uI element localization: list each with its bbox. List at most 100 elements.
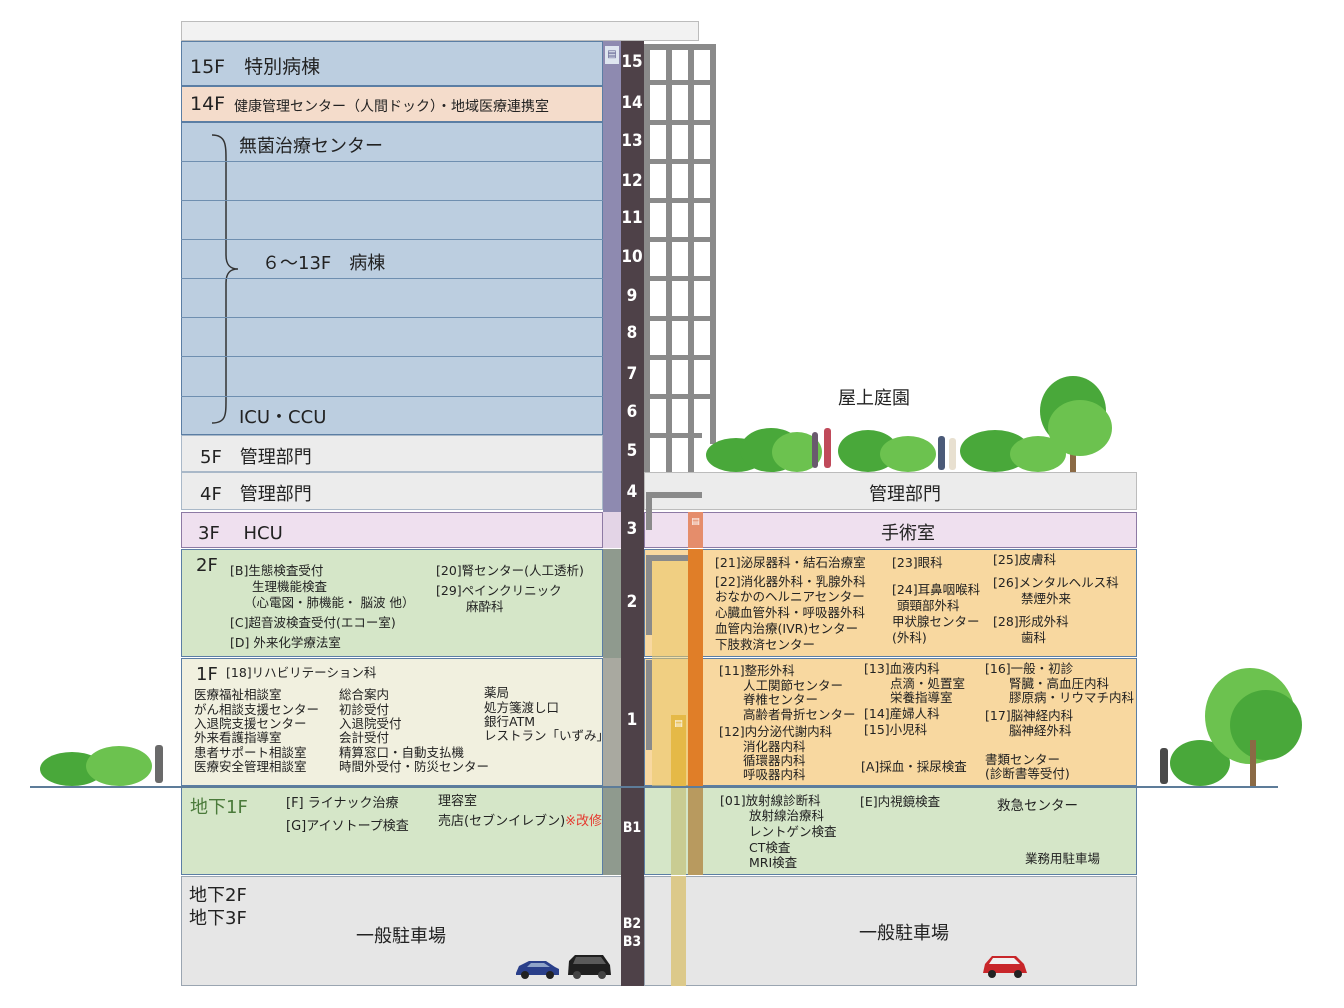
blue-car-icon [516, 961, 559, 979]
floor-5f: 5F 管理部門 [181, 435, 603, 472]
floor-1f: 1F [18]リハビリテーション科 医療福祉相談室 がん相談支援センター 入退院… [181, 658, 609, 786]
b1-east-item: CT検査 [749, 840, 791, 855]
f1-east-item: 腎臓・高血圧内科 [1009, 676, 1110, 691]
east-yellow-shaft-b23 [671, 876, 686, 986]
floor-b1-label: 地下1F [190, 797, 248, 818]
f2-east-item: 頭頸部外科 [897, 598, 960, 613]
f1-west-item: 患者サポート相談室 [194, 745, 307, 760]
f1-west-item: 精算窓口・自動支払機 [339, 745, 465, 760]
b1-emergency: 救急センター [997, 798, 1078, 814]
elevator-floor-number: 5 [626, 441, 638, 461]
f2-west-item: [B]生態検査受付 [230, 563, 324, 578]
b1-shop: 売店(セブンイレブン)※改修中 [438, 814, 616, 829]
service-shaft-1f [603, 658, 621, 786]
floor-14f-label: 14F [190, 93, 226, 115]
f2-west-item: [20]腎センター(人工透析) [436, 563, 584, 578]
elevator-floor-number: 10 [621, 247, 643, 267]
floor-b1-east: [01]放射線診断科 放射線治療科 レントゲン検査 CT検査 MRI検査 [E]… [644, 787, 1137, 875]
f1-west-item: 会計受付 [339, 730, 390, 745]
east-orange-shaft [688, 549, 703, 786]
f1-west-item: 入退院支援センター [194, 716, 307, 731]
floor-3f: 3F HCU [181, 512, 603, 548]
facade-grid [644, 44, 716, 472]
floor-b23-east: 一般駐車場 [644, 876, 1137, 986]
elevator-floor-number: B2 [622, 916, 642, 932]
f1-west-item: 銀行ATM [484, 714, 536, 729]
floor-4f-east: 管理部門 [644, 472, 1137, 510]
elevator-floor-number: B1 [622, 820, 642, 836]
ground-line [30, 786, 1278, 788]
roof-cap [181, 21, 699, 41]
f1-east-item: [11]整形外科 [719, 663, 795, 678]
f2-east-item: 歯科 [1021, 630, 1047, 645]
f1-west-item: 薬局 [484, 685, 510, 700]
f1-east-item: 膠原病・リウマチ内科 [1009, 690, 1135, 705]
f1-east-item: [13]血液内科 [864, 661, 940, 676]
b1-west-item: [F] ライナック治療 [286, 796, 399, 811]
b1-shop-note: ※改修中 [565, 814, 616, 829]
f2-west-item: [29]ペインクリニック [436, 583, 562, 598]
floor-4f: 4F 管理部門 [181, 472, 603, 510]
stairs-icon-15f: ▤ [605, 46, 619, 64]
f1-west-item: 医療福祉相談室 [194, 687, 282, 702]
floor-2f-label: 2F [196, 555, 218, 576]
rooftop-people-2 [824, 428, 831, 468]
f1-rehab: [18]リハビリテーション科 [226, 665, 377, 680]
f1-east-item: [12]内分泌代謝内科 [719, 724, 833, 739]
f1-east-item: 栄養指導室 [890, 690, 953, 705]
floor-2f: 2F [B]生態検査受付 生理機能検査 （心電図・肺機能・ 脳波 他） [C]超… [181, 549, 603, 657]
f2-east-item: [22]消化器外科・乳腺外科 [715, 574, 866, 589]
floor-1f-label: 1F [196, 664, 218, 685]
floor-b2-label: 地下2F [189, 885, 247, 906]
f2-east-item: [25]皮膚科 [993, 552, 1057, 567]
f1-east-item: 脳神経外科 [1009, 723, 1072, 738]
elevator-floor-number: 13 [621, 131, 643, 151]
floor-1f-east: [11]整形外科 人工関節センター 脊椎センター 高齢者骨折センター [12]内… [644, 658, 1137, 786]
b1-east-item: レントゲン検査 [749, 824, 837, 839]
f1-east-item: 人工関節センター [743, 678, 844, 693]
f1-east-item: 循環器内科 [743, 753, 806, 768]
east-yellow-shaft-1f [671, 715, 686, 786]
east-gray-duct-top [646, 555, 688, 561]
facade-bracket-post [646, 492, 652, 530]
f2-east-item: [28]形成外科 [993, 614, 1069, 629]
b1-barber: 理容室 [438, 794, 478, 809]
elevator-floor-number: 3 [626, 519, 638, 539]
red-car-icon [983, 956, 1027, 978]
f1-west-item: 入退院受付 [339, 716, 402, 731]
stairs-icon-3f: ▤ [691, 517, 700, 527]
floor-15f: 15F 特別病棟 [181, 41, 603, 86]
f2-west-item: [D] 外来化学療法室 [230, 635, 341, 650]
b1-east-item: 放射線治療科 [749, 808, 825, 823]
floor-14f-text: 健康管理センター（人間ドック）・地域医療連携室 [234, 99, 549, 115]
floor-b3-label: 地下3F [189, 908, 247, 929]
f2-west-item: 麻酔科 [466, 599, 504, 614]
elevator-floor-number: 11 [621, 208, 643, 228]
f1-east-item: 書類センター [985, 752, 1061, 767]
ward-top-label: 無菌治療センター [239, 136, 383, 157]
f2-east-item: 心臓血管外科・呼吸器外科 [715, 605, 866, 620]
rooftop-people-4 [949, 438, 956, 470]
curly-brace [211, 134, 239, 424]
right-pedestrian [1160, 748, 1168, 784]
floor-3f-east: 手術室 [644, 512, 1137, 548]
f2-east-item: 禁煙外来 [1021, 591, 1072, 606]
service-shaft-3f [603, 512, 621, 548]
floor-4f-east-label: 管理部門 [869, 484, 941, 505]
f2-east-item: 甲状腺センター [892, 614, 980, 629]
elevator-floor-number: 12 [621, 171, 643, 191]
black-car-icon [568, 955, 611, 979]
ward-bottom-label: ICU・CCU [239, 407, 327, 428]
floor-2f-east: [21]泌尿器科・結石治療室 [22]消化器外科・乳腺外科 おなかのヘルニアセン… [644, 549, 1137, 657]
f2-east-item: おなかのヘルニアセンター [715, 589, 865, 604]
b23-east-parking: 一般駐車場 [859, 923, 949, 944]
f1-west-item: 医療安全管理相談室 [194, 759, 307, 774]
east-orange-shaft-3f [688, 512, 703, 548]
f1-west-item: 外来看護指導室 [194, 730, 282, 745]
rooftop-garden-label: 屋上庭園 [838, 388, 910, 409]
f1-east-item: 脊椎センター [743, 692, 819, 707]
east-gray-duct-1f [646, 660, 652, 750]
f2-east-item: [24]耳鼻咽喉科 [892, 582, 981, 597]
f2-east-item: 血管内治療(IVR)センター [715, 621, 859, 636]
f1-east-item: [14]産婦人科 [864, 706, 940, 721]
